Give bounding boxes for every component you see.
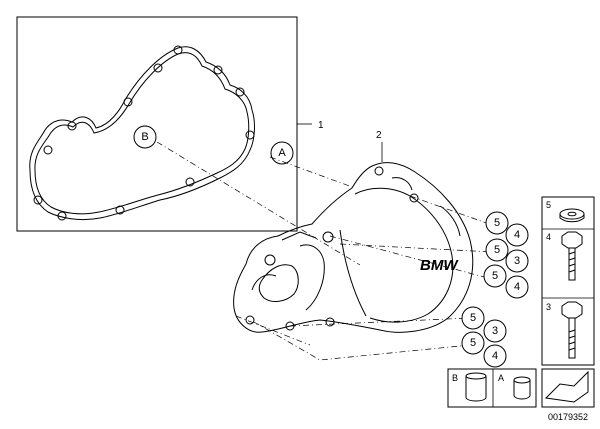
svg-text:5: 5: [470, 337, 476, 349]
callout-4-row3: 4: [505, 275, 529, 299]
callout-3-row4: 3: [483, 319, 507, 343]
sleeve-a-label: A: [498, 373, 504, 383]
sleeve-b-item: B: [452, 372, 487, 402]
svg-text:5: 5: [494, 217, 500, 229]
part-ref-2: 2: [376, 130, 383, 162]
alignment-line: [339, 243, 493, 253]
alignment-line: [156, 141, 361, 266]
callout-a-gasket: A: [270, 141, 294, 165]
arrow-icon: [541, 368, 595, 408]
sleeve-b-label: B: [452, 373, 458, 383]
gasket-drawing: [29, 45, 255, 221]
callout-5-row1: 5: [485, 211, 509, 235]
svg-text:4: 4: [514, 229, 520, 241]
svg-text:5: 5: [494, 244, 500, 256]
callout-5-row4: 5: [461, 306, 485, 330]
callout-5-row2: 5: [485, 238, 509, 262]
svg-text:4: 4: [514, 281, 520, 293]
long-bolt-item: 3: [546, 301, 583, 359]
callout-3-row2: 3: [505, 249, 529, 273]
bottom-parts-panel: [447, 368, 537, 408]
bolt-short-label: 4: [546, 232, 551, 242]
svg-text:3: 3: [514, 255, 520, 267]
callout-5-row3: 5: [483, 264, 507, 288]
alignment-line: [269, 156, 356, 189]
callout-b-gasket: B: [133, 125, 157, 149]
short-bolt-item: 4: [546, 231, 583, 281]
sleeve-a-item: A: [498, 373, 531, 400]
part-ref-label: 1: [318, 120, 324, 131]
callout-5-row5: 5: [461, 331, 485, 355]
bolt-long-label: 3: [546, 302, 551, 312]
part-ref-label: 2: [376, 130, 382, 141]
svg-text:5: 5: [470, 312, 476, 324]
alignment-line: [289, 317, 471, 327]
alignment-line: [409, 195, 496, 227]
svg-text:4: 4: [492, 350, 498, 362]
alignment-line: [235, 315, 311, 346]
washer-item: 5: [546, 200, 585, 223]
callout-4-row1: 4: [505, 223, 529, 247]
callout-4-row5: 4: [483, 344, 507, 368]
washer-label: 5: [546, 200, 551, 210]
svg-text:3: 3: [492, 325, 498, 337]
side-parts-panel: [541, 196, 595, 366]
svg-text:5: 5: [492, 270, 498, 282]
gasket-box: [16, 16, 298, 232]
callout-label: B: [141, 131, 148, 143]
alignment-line: [329, 235, 489, 279]
part-ref-1: 1: [297, 120, 324, 131]
diagram-number: 00179352: [548, 412, 588, 422]
callout-label: A: [278, 147, 286, 159]
